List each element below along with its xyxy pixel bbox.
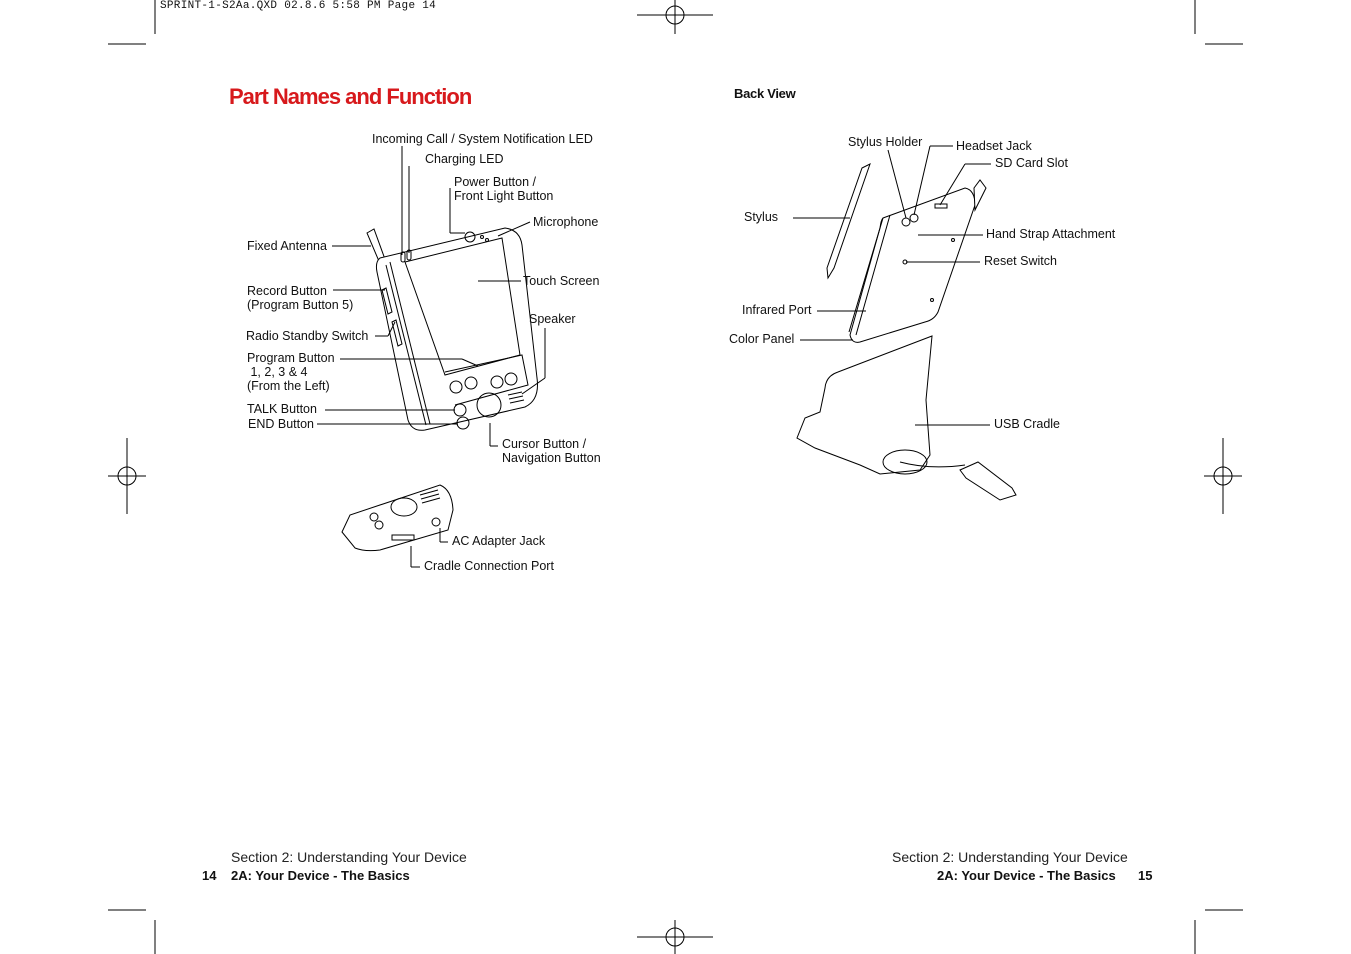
label-reset-switch: Reset Switch <box>984 254 1057 268</box>
label-touch-screen: Touch Screen <box>523 274 600 288</box>
label-sd-card-slot: SD Card Slot <box>995 156 1068 170</box>
label-incoming-call-led: Incoming Call / System Notification LED <box>372 132 593 146</box>
device-back-illustration <box>848 179 987 343</box>
label-cursor-button: Cursor Button / Navigation Button <box>502 437 601 465</box>
label-speaker: Speaker <box>529 312 576 326</box>
label-stylus: Stylus <box>744 210 779 224</box>
registration-mark-left <box>108 438 146 514</box>
registration-mark-bottom <box>637 920 713 954</box>
label-charging-led: Charging LED <box>425 152 504 166</box>
device-bottom-illustration <box>341 484 454 552</box>
label-record-button: Record Button (Program Button 5) <box>247 284 354 312</box>
printer-slug: SPRINT-1-S2Aa.QXD 02.8.6 5:58 PM Page 14 <box>160 0 437 12</box>
registration-mark-right <box>1204 438 1242 514</box>
label-power-button: Power Button / Front Light Button <box>454 175 554 203</box>
label-fixed-antenna: Fixed Antenna <box>247 239 327 253</box>
device-front-illustration <box>366 227 538 431</box>
label-stylus-holder: Stylus Holder <box>848 135 923 149</box>
leader-lines-left <box>317 146 546 568</box>
label-hand-strap-attachment: Hand Strap Attachment <box>986 227 1116 241</box>
registration-mark-top <box>637 0 713 34</box>
label-radio-standby-switch: Radio Standby Switch <box>246 329 369 343</box>
label-usb-cradle: USB Cradle <box>994 417 1060 431</box>
label-color-panel: Color Panel <box>729 332 795 346</box>
stylus-illustration <box>826 163 871 280</box>
label-end-button: END Button <box>248 417 315 431</box>
label-program-button: Program Button 1, 2, 3 & 4 (From the Lef… <box>247 351 335 393</box>
label-infrared-port: Infrared Port <box>742 303 812 317</box>
footer-chapter-right: 2A: Your Device - The Basics <box>937 868 1116 883</box>
label-cradle-connection-port: Cradle Connection Port <box>424 559 554 573</box>
footer-section-right: Section 2: Understanding Your Device <box>892 849 1128 865</box>
footer-section-left: Section 2: Understanding Your Device <box>231 849 467 865</box>
footer-page-number-left: 14 <box>202 868 217 883</box>
page-title: Part Names and Function <box>229 84 472 109</box>
label-ac-adapter-jack: AC Adapter Jack <box>452 534 546 548</box>
crop-marks <box>108 0 1243 954</box>
label-talk-button: TALK Button <box>247 402 317 416</box>
footer-chapter-left: 2A: Your Device - The Basics <box>231 868 410 883</box>
label-headset-jack: Headset Jack <box>956 139 1032 153</box>
leader-lines-right <box>793 145 991 426</box>
usb-cradle-illustration <box>796 335 1017 501</box>
back-view-heading: Back View <box>734 86 796 101</box>
label-microphone: Microphone <box>533 215 599 229</box>
footer-page-number-right: 15 <box>1138 868 1153 883</box>
